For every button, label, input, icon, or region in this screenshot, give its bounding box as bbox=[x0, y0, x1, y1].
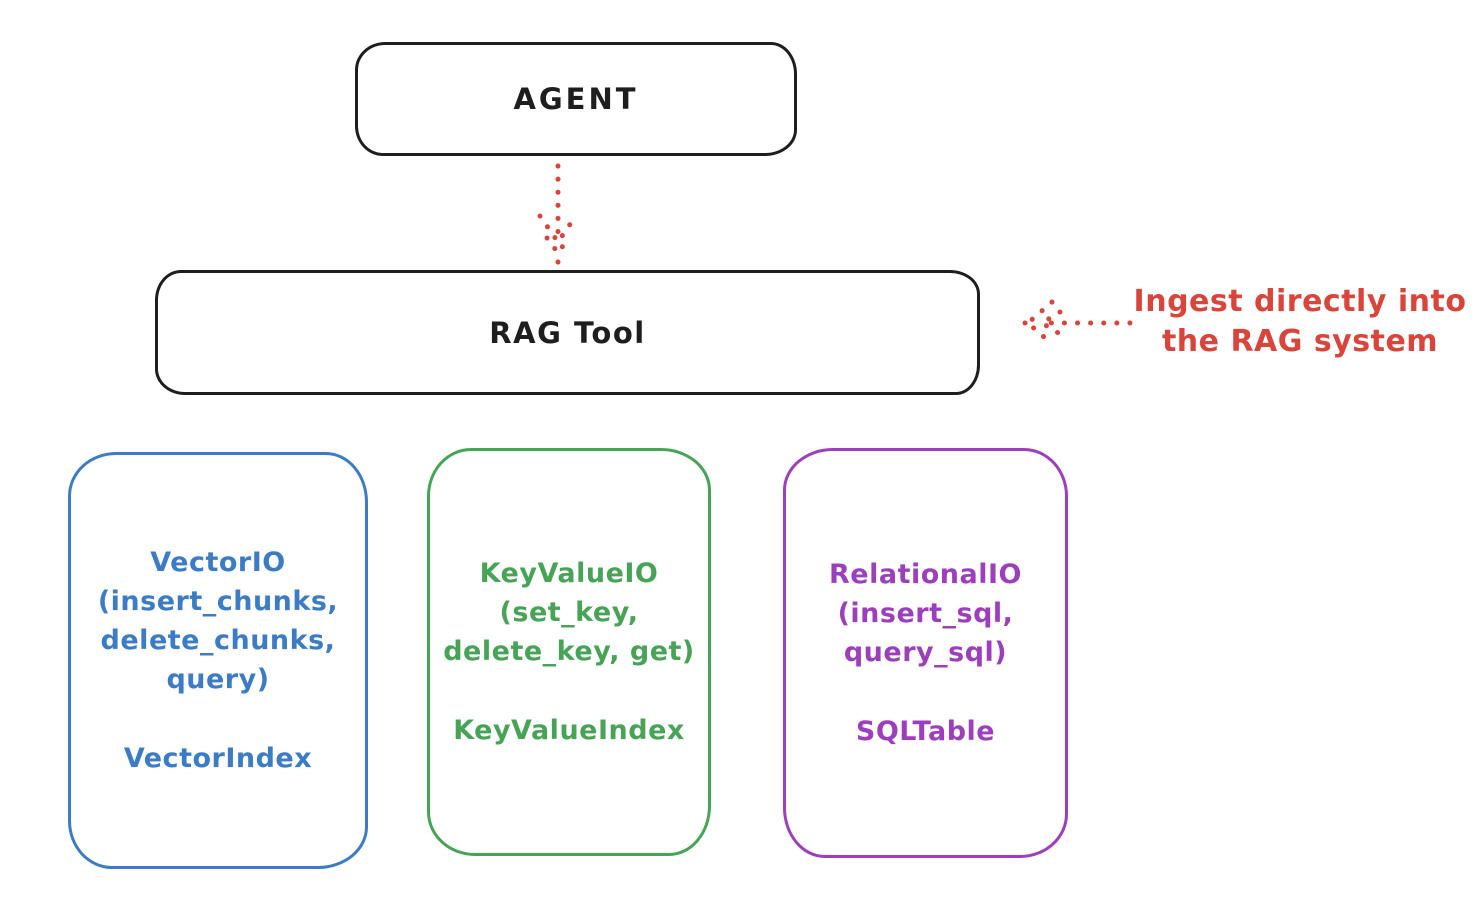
rag-tool-box: RAG Tool bbox=[155, 270, 980, 395]
card-line: VectorIO bbox=[150, 547, 286, 578]
ingest-annotation-line2: the RAG system bbox=[1161, 324, 1439, 359]
keyvalue-io-card: KeyValueIO (set_key, delete_key, get) Ke… bbox=[427, 448, 711, 856]
vector-index-label: VectorIndex bbox=[123, 743, 313, 774]
card-line: query) bbox=[166, 664, 270, 695]
card-line: (insert_sql, bbox=[837, 598, 1014, 629]
card-line: (set_key, bbox=[499, 597, 639, 628]
agent-box: AGENT bbox=[355, 42, 797, 156]
vector-io-card: VectorIO (insert_chunks, delete_chunks, … bbox=[68, 452, 368, 869]
card-line: RelationalIO bbox=[829, 559, 1022, 590]
arrow-down-icon bbox=[537, 163, 580, 265]
relational-io-card: RelationalIO (insert_sql, query_sql) SQL… bbox=[783, 448, 1068, 858]
rag-tool-label: RAG Tool bbox=[489, 315, 646, 350]
card-line: delete_chunks, bbox=[100, 625, 336, 656]
card-line: delete_key, get) bbox=[443, 636, 695, 667]
sql-table-label: SQLTable bbox=[855, 716, 996, 747]
agent-label: AGENT bbox=[513, 82, 639, 116]
keyvalue-index-label: KeyValueIndex bbox=[453, 715, 685, 746]
card-line: (insert_chunks, bbox=[97, 586, 339, 617]
card-line: query_sql) bbox=[843, 637, 1008, 668]
card-line: KeyValueIO bbox=[479, 558, 659, 589]
ingest-annotation: Ingest directly into the RAG system bbox=[1120, 282, 1480, 362]
ingest-annotation-line1: Ingest directly into bbox=[1133, 284, 1467, 319]
